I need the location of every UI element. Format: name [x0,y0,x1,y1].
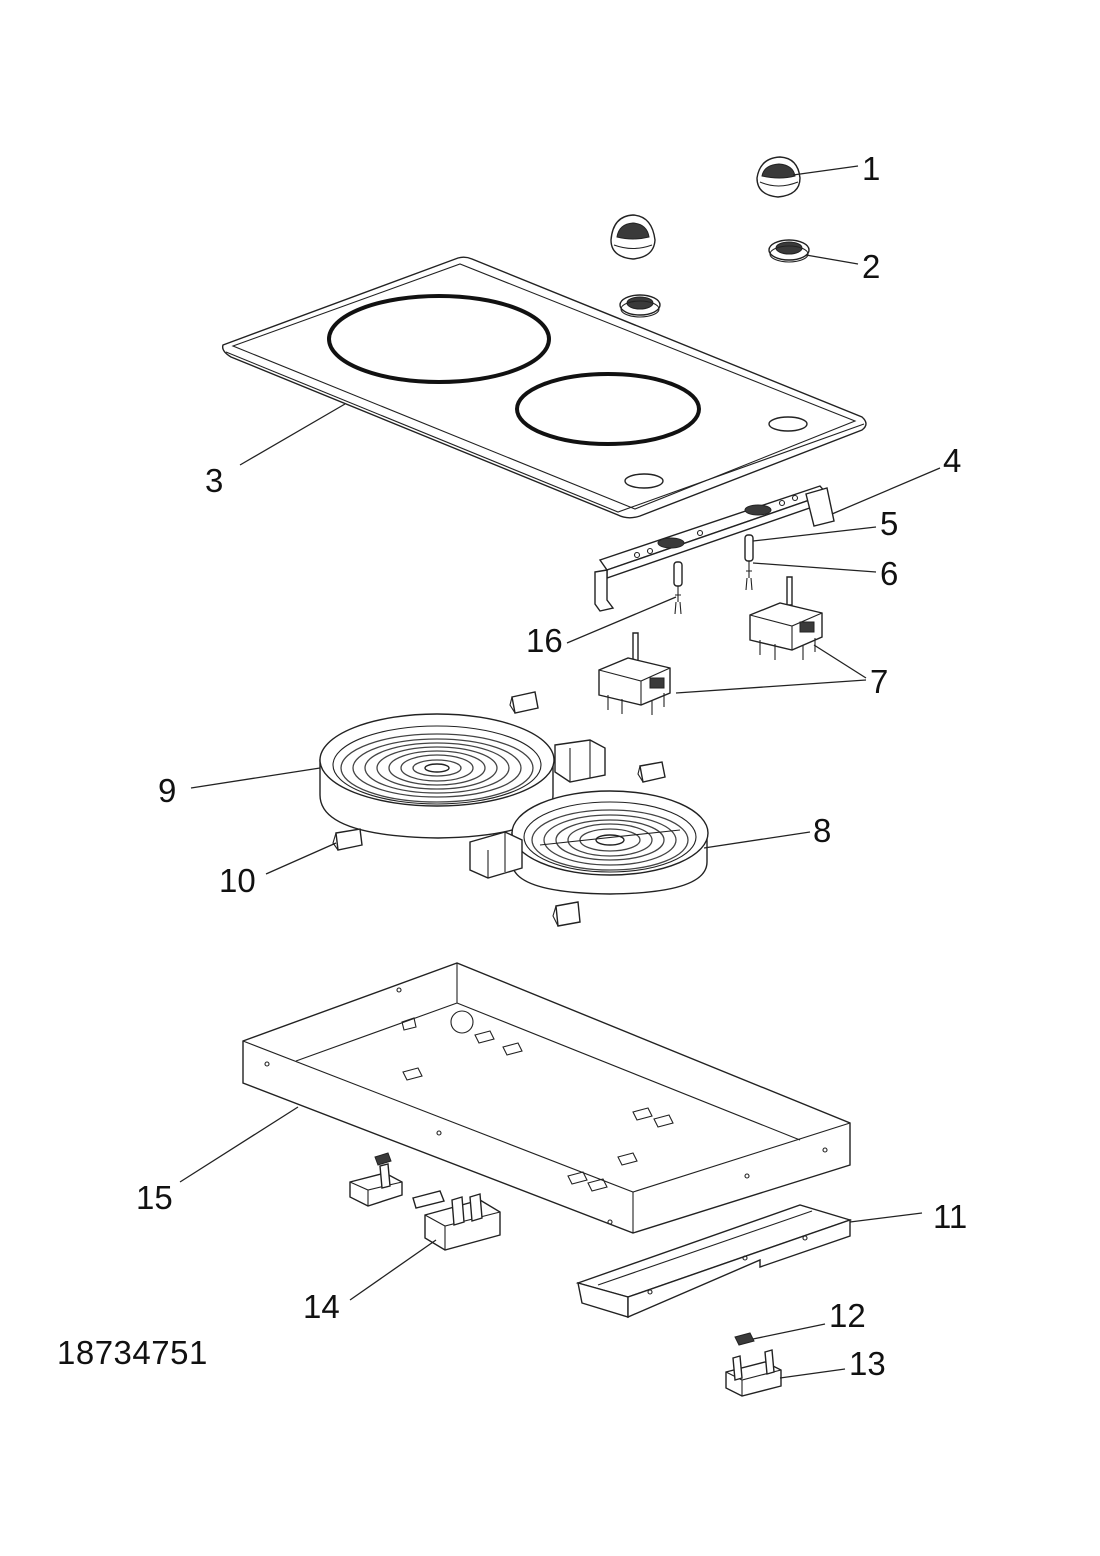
part-cable-clamp [725,1349,782,1397]
leader-line-2 [805,254,859,265]
part-heater-clip [332,828,363,851]
leader-line-9 [190,767,321,789]
part-small-clip [734,1332,755,1346]
part-heater-clip-3 [637,761,666,783]
part-knob [756,156,801,198]
leader-lines [179,165,941,1379]
callout-3: 3 [205,462,223,499]
part-control-bracket [594,485,835,612]
part-bottom-housing [242,962,851,1234]
part-heater-clip-4 [552,901,581,927]
part-thermal-pin [744,534,754,591]
leader-line-7b [675,679,867,694]
callout-11: 11 [933,1198,967,1235]
callout-10: 10 [219,862,256,899]
part-heater-clip-2 [509,691,539,714]
callout-7: 7 [870,663,888,700]
leader-line-7a [813,644,867,679]
part-terminal-block [349,1152,501,1251]
callout-5: 5 [880,505,898,542]
leader-line-12 [752,1323,826,1340]
leader-line-15 [179,1106,299,1183]
document-number: 18734751 [57,1334,208,1371]
leader-line-16 [566,596,677,644]
leader-line-14 [349,1239,437,1301]
leader-line-8 [703,831,811,849]
leader-line-11 [849,1212,923,1223]
part-bezel [768,239,810,263]
callout-13: 13 [849,1345,886,1382]
part-large-heater [319,713,606,839]
leader-line-10 [265,842,337,875]
leader-line-6 [752,562,877,573]
callout-14: 14 [303,1288,340,1325]
callout-1: 1 [862,150,880,187]
part-knob-second [610,214,656,260]
callout-6: 6 [880,555,898,592]
part-thermal-pin-second [673,561,683,615]
callout-labels: 1 2 3 4 5 6 7 8 9 10 11 12 13 14 15 16 [136,150,967,1382]
leader-line-4 [831,467,941,515]
callout-9: 9 [158,772,176,809]
part-bezel-second [619,294,661,318]
leader-line-13 [779,1368,846,1379]
leader-line-1 [792,165,859,176]
leader-line-5 [752,526,877,542]
callout-12: 12 [829,1297,866,1334]
callout-4: 4 [943,442,961,479]
part-glass-top [221,256,867,519]
part-energy-regulator [749,576,823,660]
part-small-heater [469,790,709,895]
callout-8: 8 [813,812,831,849]
callout-15: 15 [136,1179,173,1216]
callout-2: 2 [862,248,880,285]
part-energy-regulator-second [598,632,671,715]
part-rail [575,1204,853,1319]
leader-line-3 [239,403,346,466]
callout-16: 16 [526,622,563,659]
